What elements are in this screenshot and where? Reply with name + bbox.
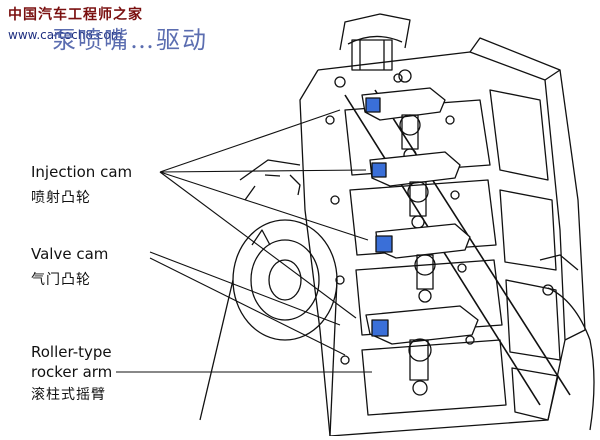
label-valve-cam-cn: 气门凸轮 bbox=[31, 272, 91, 288]
label-roller-rocker-line2: rocker arm bbox=[31, 363, 113, 381]
watermark-site-name: 中国汽车工程师之家 bbox=[8, 7, 143, 23]
label-valve-cam: Valve cam bbox=[31, 245, 109, 263]
label-injection-cam: Injection cam bbox=[31, 163, 133, 181]
diagram-title: 泵喷嘴…驱动 bbox=[52, 26, 208, 54]
label-roller-rocker-line1: Roller-type bbox=[31, 343, 112, 361]
label-injection-cam-cn: 喷射凸轮 bbox=[31, 190, 91, 206]
label-roller-rocker-cn: 滚柱式摇臂 bbox=[31, 387, 106, 403]
watermark-url: www.cartech8.com bbox=[8, 28, 123, 42]
